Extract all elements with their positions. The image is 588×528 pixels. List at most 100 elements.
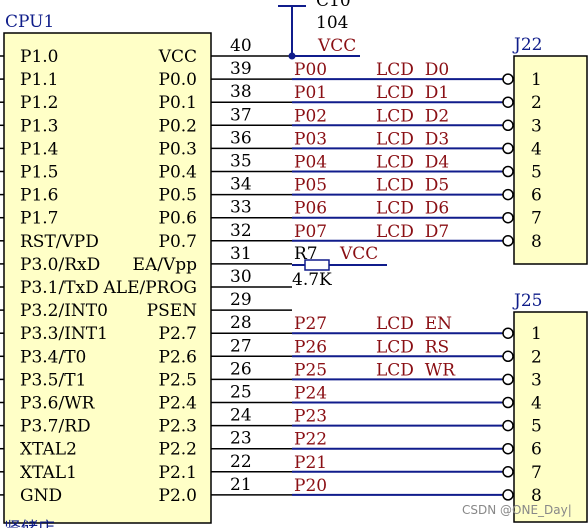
header-pin-ring: [502, 119, 514, 132]
net-signal-label: LCD WR: [376, 360, 456, 380]
net-port-label: P24: [294, 384, 327, 404]
net-port-label: P23: [294, 407, 327, 427]
resistor-value: 4.7K: [292, 270, 332, 290]
net-signal-label: LCD D0: [376, 60, 449, 80]
header-pin-ring: [502, 350, 514, 363]
cpu-right-pin-label: P0.6: [159, 209, 197, 229]
net-port-label: P26: [294, 337, 327, 357]
cpu-pin-number: 21: [230, 475, 252, 495]
header-pin-ring: [502, 489, 514, 501]
cpu-pin-number: 33: [230, 198, 252, 218]
cpu-left-pin-label: P3.2/INT0: [20, 301, 108, 321]
cpu-right-pin-label: P0.2: [159, 116, 197, 136]
header-pin-number: 2: [531, 347, 542, 367]
header-pin-ring: [502, 373, 514, 386]
net-port-label: P20: [294, 476, 327, 496]
cpu-pin-number: 24: [230, 406, 252, 426]
header-pin-ring: [502, 188, 514, 201]
cpu-right-pin-label: ALE/PROG: [103, 278, 197, 298]
header-pin-ring: [502, 466, 514, 478]
cpu-left-pin-label: P1.7: [20, 209, 58, 229]
cpu-left-pin-label: GND: [20, 486, 62, 506]
net-port-label: P05: [294, 176, 327, 196]
capacitor-designator: C10: [316, 0, 351, 11]
cpu-left-pin-label: P1.6: [20, 186, 58, 206]
net-signal-label: LCD EN: [376, 314, 452, 334]
cpu-left-pin-label: P1.1: [20, 70, 58, 90]
cpu-pin-number: 40: [230, 36, 252, 56]
header-pin-ring: [502, 396, 514, 409]
cpu-pin-number: 28: [230, 313, 252, 333]
cpu-pin-number: 26: [230, 359, 252, 379]
header-pin-ring: [502, 165, 514, 178]
header-pin-number: 8: [531, 486, 542, 506]
header-pin-number: 6: [531, 440, 542, 460]
cpu-left-pin-label: P3.5/T1: [20, 370, 86, 390]
header-pin-ring: [502, 235, 514, 247]
header-pin-ring: [502, 327, 514, 339]
cpu-left-pin-label: P3.6/WR: [20, 394, 96, 414]
cpu-right-pin-label: P2.3: [159, 417, 197, 437]
header-j25-designator: J25: [512, 291, 542, 311]
header-pin-number: 7: [531, 209, 542, 229]
cpu-body: [3, 32, 212, 524]
net-signal-label: LCD D2: [376, 106, 449, 126]
cpu-right-pin-label: P0.4: [159, 163, 197, 183]
cpu-pin-number: 39: [230, 59, 252, 79]
net-port-label: P27: [294, 314, 327, 334]
net-port-label: P25: [294, 360, 327, 380]
header-j22-designator: J22: [512, 35, 542, 55]
cpu-pin-number: 36: [230, 128, 252, 148]
resistor-vcc-label: VCC: [339, 244, 378, 264]
capacitor-value: 104: [316, 13, 348, 33]
header-pin-ring: [502, 73, 514, 85]
cpu-left-pin-label: P3.0/RxD: [20, 255, 100, 275]
cpu-right-pin-label: PSEN: [147, 301, 197, 321]
cpu-left-pin-label: P3.1/TxD: [20, 278, 99, 298]
header-pin-number: 2: [531, 93, 542, 113]
cpu-right-pin-label: P2.4: [159, 394, 197, 414]
header-pin-number: 1: [531, 324, 542, 344]
header-j22-body: [513, 55, 588, 265]
cpu-pin-number: 31: [230, 244, 252, 264]
resistor-designator: R7: [294, 244, 318, 264]
net-signal-label: LCD RS: [376, 337, 449, 357]
cpu-right-pin-label: EA/Vpp: [133, 255, 198, 275]
cpu-pin-number: 38: [230, 82, 252, 102]
header-pin-number: 5: [531, 163, 542, 183]
cpu-pin-number: 35: [230, 152, 252, 172]
cpu-left-pin-label: RST/VPD: [20, 232, 99, 252]
cpu-right-pin-label: P2.1: [159, 463, 197, 483]
cpu-right-pin-label: P2.5: [159, 370, 197, 390]
cpu-right-pin-label: P0.3: [159, 139, 197, 159]
net-signal-label: LCD D7: [376, 222, 449, 242]
cpu-right-pin-group: VCC40P0.039P0.138P0.237P0.336P0.435P0.53…: [103, 36, 292, 506]
net-signal-label: LCD D3: [376, 129, 449, 149]
net-signal-label: LCD D1: [376, 83, 449, 103]
cpu-right-pin-label: P0.1: [159, 93, 197, 113]
cpu-pin-number: 32: [230, 221, 252, 241]
cpu-left-pin-label: P1.0: [20, 47, 58, 67]
cpu-left-pin-label: P1.5: [20, 163, 58, 183]
cpu-left-pin-label: P1.4: [20, 139, 58, 159]
cpu-pin-number: 29: [230, 290, 252, 310]
net-port-label: P04: [294, 153, 327, 173]
net-signal-label: LCD D5: [376, 176, 449, 196]
cpu-left-pin-label: XTAL1: [20, 463, 77, 483]
cpu-right-pin-label: P0.0: [159, 70, 197, 90]
header-pin-number: 4: [531, 394, 542, 414]
cpu-left-pin-label: P3.3/INT1: [20, 324, 108, 344]
header-pin-number: 3: [531, 370, 542, 390]
net-port-label: P07: [294, 222, 327, 242]
header-pin-number: 1: [531, 70, 542, 90]
cpu-pin-number: 30: [230, 267, 252, 287]
bottom-partial-text: 肾储店: [4, 519, 55, 528]
vcc-net-label: VCC: [317, 36, 356, 56]
cpu-right-pin-label: P2.0: [159, 486, 197, 506]
net-port-label: P03: [294, 129, 327, 149]
header-pin-ring: [502, 96, 514, 108]
cpu-left-pin-group: P1.0P1.1P1.2P1.3P1.4P1.5P1.6P1.7RST/VPDP…: [0, 47, 108, 506]
resistor-body: [304, 259, 330, 271]
cpu-left-pin-label: XTAL2: [20, 440, 77, 460]
